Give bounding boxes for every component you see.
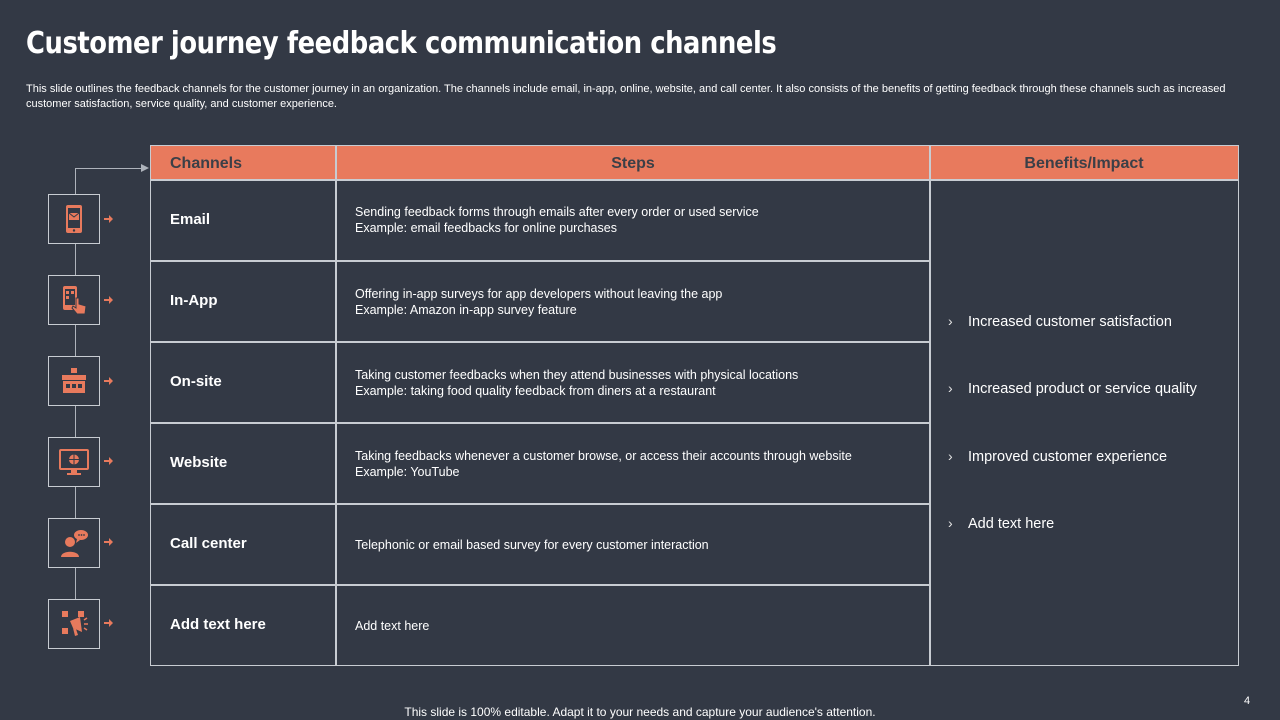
channel-add-text: Add text here [170, 616, 266, 633]
chevron-right-icon: › [948, 515, 953, 531]
channel-email: Email [170, 211, 211, 228]
row-divider [151, 503, 930, 505]
benefit-item: ›Increased product or service quality [948, 380, 1197, 397]
channel-on-site: On-site [170, 373, 222, 390]
step-in-app: Offering in-app surveys for app develope… [355, 287, 723, 317]
connector-top-line [75, 168, 145, 169]
chevron-right-icon: › [948, 380, 953, 396]
benefit-item: ›Increased customer satisfaction [948, 313, 1172, 330]
channels-table: Channels Steps Benefits/Impact Email Sen… [150, 145, 1239, 666]
step-call-center: Telephonic or email based survey for eve… [355, 538, 709, 552]
column-divider [335, 146, 337, 665]
row-divider [151, 260, 930, 262]
step-on-site: Taking customer feedbacks when they atte… [355, 368, 799, 398]
arrow-right-icon [104, 538, 113, 546]
support-agent-icon [48, 518, 100, 568]
channel-in-app: In-App [170, 292, 218, 309]
step-add-text: Add text here [355, 619, 430, 633]
row-divider [151, 422, 930, 424]
channel-call-center: Call center [170, 535, 247, 552]
mobile-email-icon [48, 194, 100, 244]
step-email: Sending feedback forms through emails af… [355, 205, 759, 235]
arrow-right-icon [104, 457, 113, 465]
page-number: 4 [1244, 695, 1251, 707]
chevron-right-icon: › [948, 313, 953, 329]
header-steps: Steps [611, 155, 655, 172]
row-divider [151, 584, 930, 586]
arrow-right-icon [104, 377, 113, 385]
header-divider [151, 179, 1238, 181]
mobile-tap-icon [48, 275, 100, 325]
arrow-right-icon [104, 296, 113, 304]
arrow-right-icon [104, 619, 113, 627]
step-website: Taking feedbacks whenever a customer bro… [355, 449, 852, 479]
channel-website: Website [170, 454, 228, 471]
slide-subtitle: This slide outlines the feedback channel… [26, 83, 1226, 110]
arrow-right-icon [104, 215, 113, 223]
table-header [151, 146, 1238, 179]
column-divider [929, 146, 931, 665]
benefit-item: ›Improved customer experience [948, 448, 1168, 465]
header-channels: Channels [170, 155, 243, 172]
row-divider [151, 341, 930, 343]
megaphone-icon [48, 599, 100, 649]
chevron-right-icon: › [948, 448, 953, 464]
monitor-globe-icon [48, 437, 100, 487]
benefit-item: ›Add text here [948, 515, 1055, 532]
slide-title: Customer journey feedback communication … [26, 26, 777, 61]
connector-arrow-icon [141, 164, 149, 172]
slide-footer: This slide is 100% editable. Adapt it to… [404, 705, 876, 719]
store-icon [48, 356, 100, 406]
header-benefits: Benefits/Impact [1024, 155, 1144, 172]
